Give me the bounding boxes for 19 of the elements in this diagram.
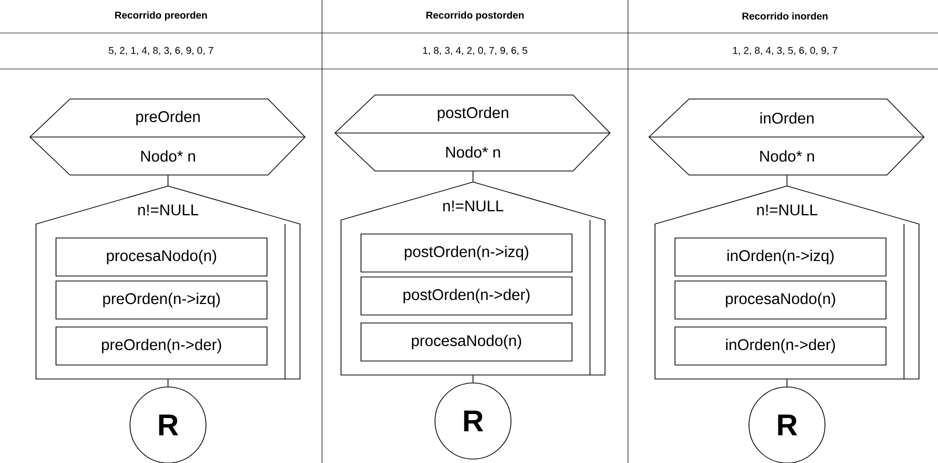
column-header: Recorrido preorden xyxy=(115,11,207,21)
process-box: inOrden(n->izq) xyxy=(674,238,886,276)
connector-line xyxy=(786,379,788,387)
column-header: Recorrido postorden xyxy=(426,11,524,21)
process-box: inOrden(n->der) xyxy=(674,326,886,366)
process-box: preOrden(n->der) xyxy=(56,326,268,366)
sequence-text: 5, 2, 1, 4, 8, 3, 6, 9, 0, 7 xyxy=(108,46,214,56)
column-header: Recorrido inorden xyxy=(742,12,828,20)
connector-line xyxy=(472,375,474,383)
process-box: procesaNodo(n) xyxy=(360,322,572,362)
sequence-text: 1, 8, 3, 4, 2, 0, 7, 9, 6, 5 xyxy=(423,46,528,56)
process-box: procesaNodo(n) xyxy=(56,238,268,276)
process-box: postOrden(n->izq) xyxy=(360,234,572,272)
process-box: preOrden(n->izq) xyxy=(56,280,268,320)
process-box: postOrden(n->der) xyxy=(360,276,572,316)
connector-line xyxy=(472,170,474,182)
connector-line xyxy=(786,174,788,186)
sequence-text: 1, 2, 8, 4, 3, 5, 6, 0, 9, 7 xyxy=(733,46,838,56)
process-box: procesaNodo(n) xyxy=(674,280,886,320)
